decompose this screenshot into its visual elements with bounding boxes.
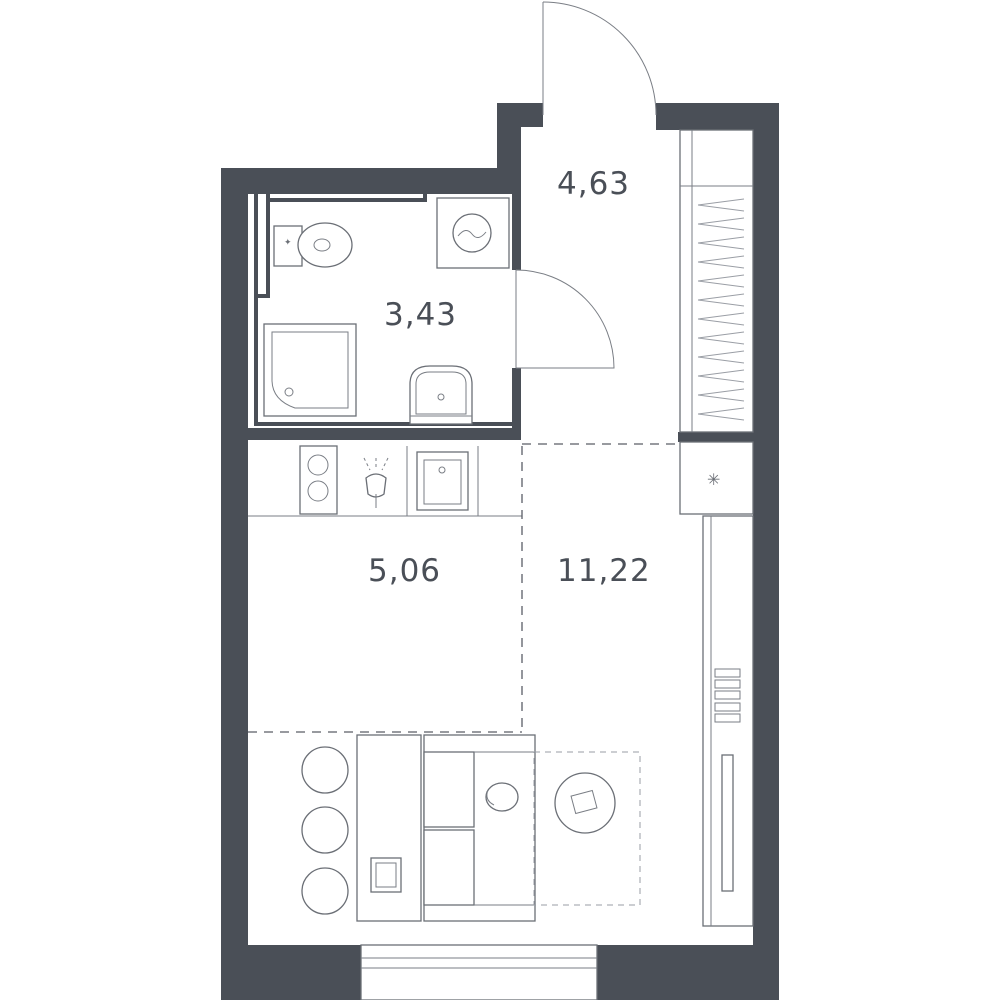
- wall-left: [221, 168, 248, 1000]
- hanger-mark: [697, 388, 745, 402]
- wall-top-entrance-left: [497, 103, 543, 127]
- dining-area: [301, 734, 422, 922]
- tv: [721, 754, 734, 892]
- chair: [301, 806, 349, 854]
- kitchen-sink: [416, 451, 469, 511]
- walls: [221, 103, 779, 1000]
- wall-wardrobe-bottom: [678, 432, 753, 442]
- bathroom-door: [515, 269, 615, 369]
- wall-bottom-right: [597, 945, 779, 1000]
- wall-bathroom-bottom: [248, 428, 521, 440]
- hanger-mark: [697, 255, 745, 269]
- tv-unit: [702, 515, 754, 927]
- wall-bathroom-right: [512, 194, 521, 270]
- hanger-mark: [697, 407, 745, 421]
- area-bathroom: 3,43: [384, 297, 458, 333]
- hanger-mark: [697, 274, 745, 288]
- washbasin: [409, 365, 473, 425]
- hanger-mark: [697, 217, 745, 231]
- hanger-mark: [697, 369, 745, 383]
- wardrobe: [679, 129, 754, 433]
- books: [714, 668, 741, 723]
- hanger-mark: [697, 331, 745, 345]
- pet: [485, 782, 519, 812]
- wall-top-left: [221, 168, 521, 194]
- rug: [533, 751, 641, 906]
- svg-text:✦: ✦: [284, 238, 292, 248]
- zone-separators: [248, 443, 678, 733]
- chair: [301, 867, 349, 915]
- hanger-mark: [697, 198, 745, 212]
- svg-text:✳: ✳: [707, 470, 720, 489]
- area-kitchen: 5,06: [368, 553, 442, 589]
- toilet: ✦: [273, 222, 353, 268]
- chair: [301, 746, 349, 794]
- window-bottom: [360, 944, 598, 1000]
- area-living: 11,22: [557, 553, 651, 589]
- wall-bottom-left: [221, 945, 361, 1000]
- wall-right: [753, 103, 779, 1000]
- hanger-mark: [697, 293, 745, 307]
- sofa-bed: [423, 734, 641, 922]
- hanger-mark: [697, 236, 745, 250]
- entrance-door: [542, 1, 657, 116]
- coffee-table: [554, 772, 616, 834]
- dining-table: [356, 734, 422, 922]
- hanger-mark: [697, 350, 745, 364]
- washing-machine: [436, 197, 510, 269]
- kitchen-counter: [248, 445, 522, 517]
- area-hall: 4,63: [557, 166, 631, 202]
- wardrobe-hangers: [697, 198, 745, 421]
- shower-tray: [263, 323, 357, 417]
- hanger-mark: [697, 312, 745, 326]
- hob: [299, 445, 338, 515]
- wall-bathroom-right-lower: [512, 368, 521, 440]
- refrigerator: ✳: [679, 441, 754, 515]
